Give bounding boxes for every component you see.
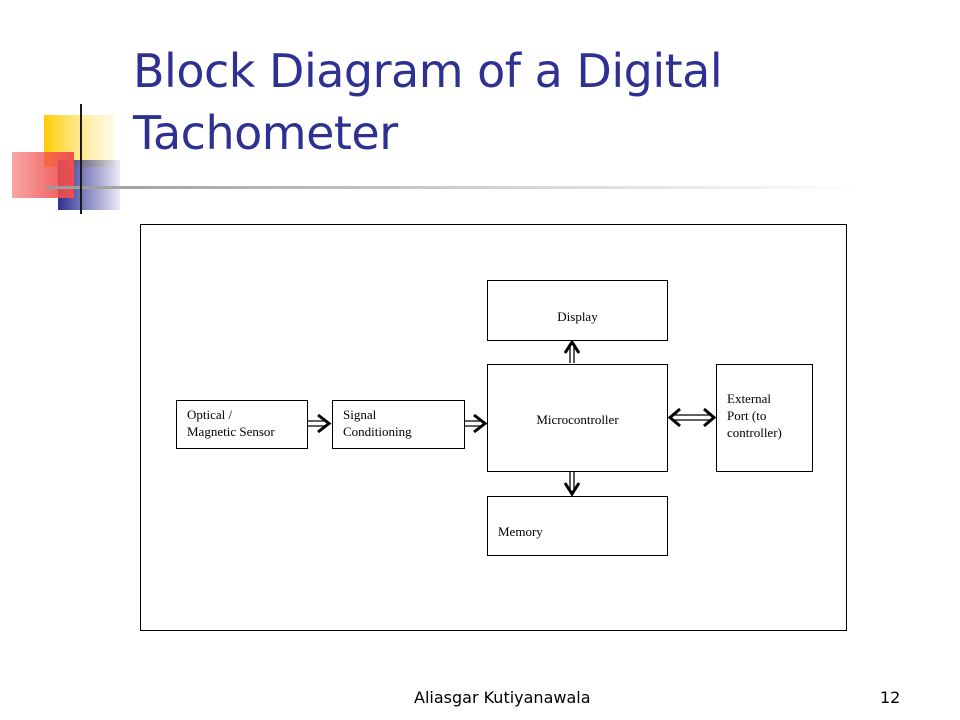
sensor-label-line2: Magnetic Sensor: [187, 424, 275, 439]
sensor-block: Optical / Magnetic Sensor: [176, 400, 308, 449]
external-port-label-line1: External: [727, 391, 772, 406]
conditioning-label-line2: Conditioning: [343, 424, 412, 439]
microcontroller-label: Microcontroller: [536, 412, 619, 427]
memory-block: Memory: [487, 496, 668, 556]
signal-conditioning-block: Signal Conditioning: [332, 400, 465, 449]
title-rule: [46, 186, 866, 189]
memory-label: Memory: [498, 524, 543, 539]
external-port-block: External Port (to controller): [716, 364, 813, 472]
title-decoration: [12, 104, 866, 214]
diagram-frame: [140, 224, 847, 631]
conditioning-label-line1: Signal: [343, 407, 377, 422]
microcontroller-block: Microcontroller: [487, 364, 668, 472]
external-port-label-line2: Port (to: [727, 408, 767, 423]
external-port-label-line3: controller): [727, 425, 782, 440]
red-square: [12, 152, 74, 198]
display-label: Display: [557, 309, 598, 324]
sensor-label-line1: Optical /: [187, 407, 233, 422]
display-block: Display: [487, 280, 668, 341]
vertical-rule: [80, 104, 82, 214]
slide-title: Block Diagram of a Digital Tachometer: [133, 44, 723, 160]
footer-author: Aliasgar Kutiyanawala: [414, 688, 591, 707]
page-number: 12: [880, 688, 901, 707]
